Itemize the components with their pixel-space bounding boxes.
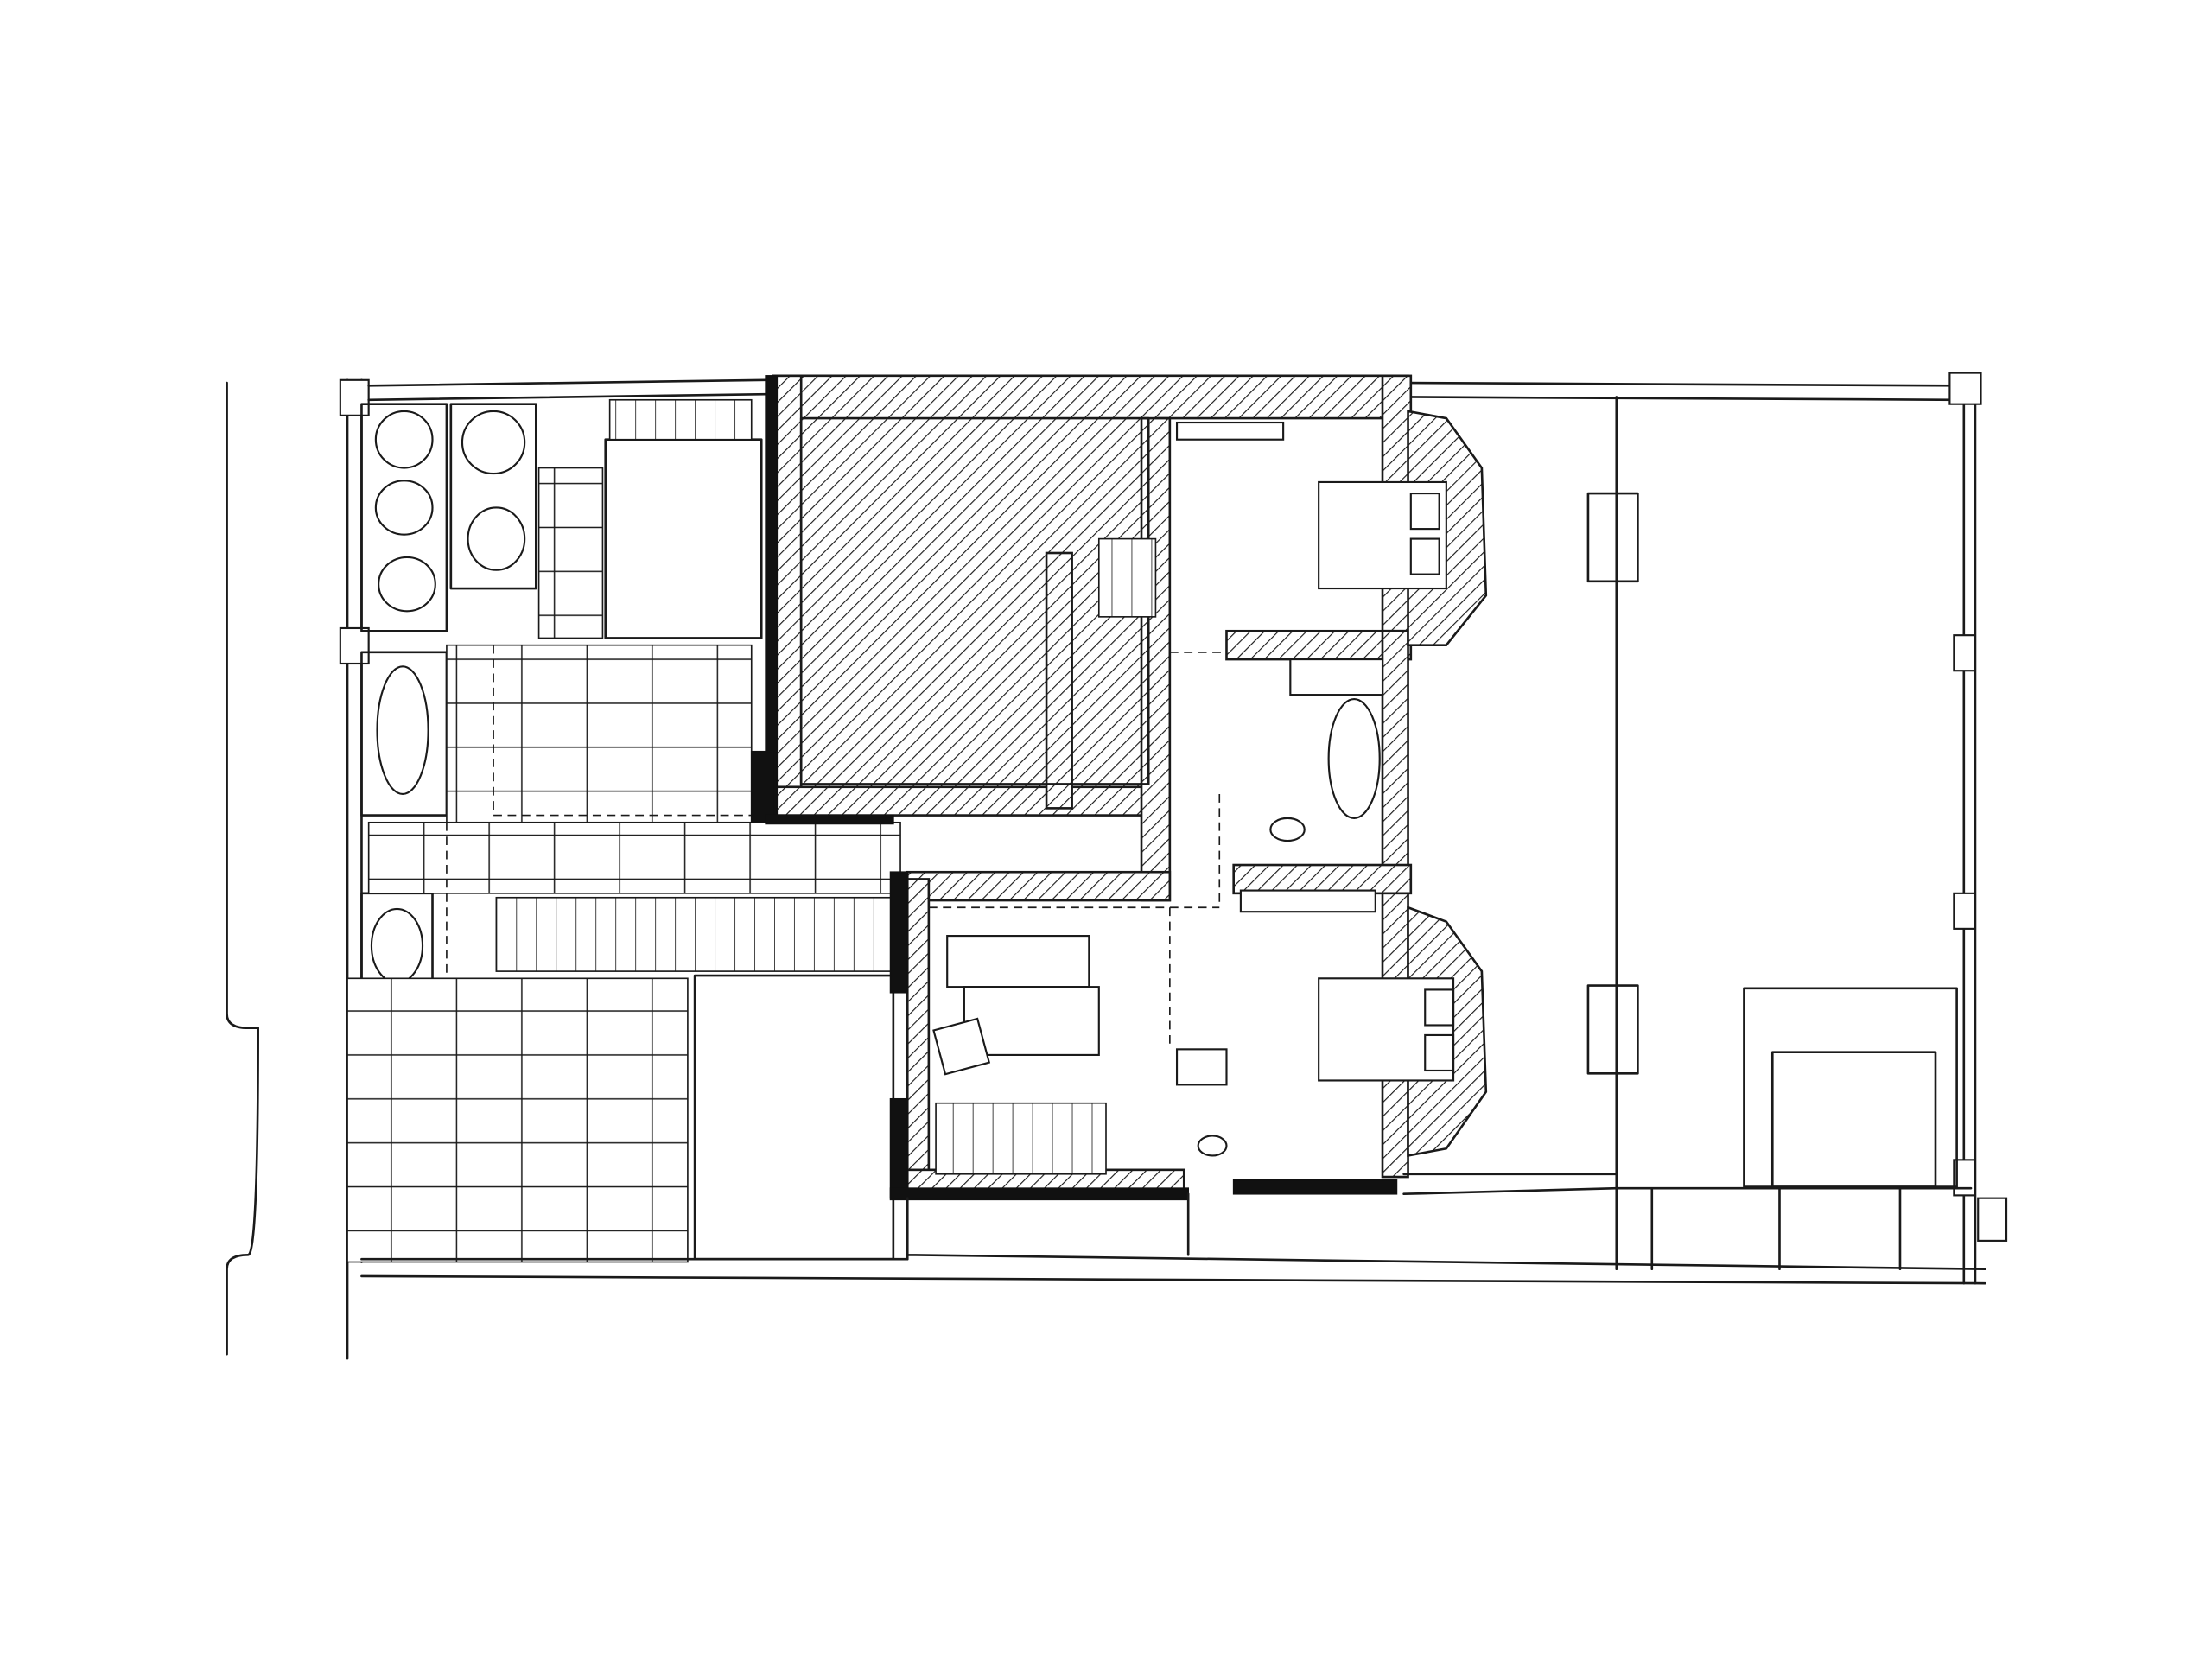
lower-stair <box>935 1102 1107 1175</box>
wardrobe <box>1175 421 1285 441</box>
lightwell <box>693 974 895 1261</box>
bed-icon <box>1318 977 1455 1082</box>
bottom-boundary <box>360 1173 1986 1285</box>
paving-strip <box>367 821 901 894</box>
street-curb <box>226 381 259 1356</box>
dashed-outline <box>446 645 752 979</box>
house-walls <box>764 374 1488 1192</box>
bathtub-icon <box>1327 697 1381 819</box>
toilet-icon <box>1269 817 1306 842</box>
rug-icon <box>963 986 1100 1056</box>
internal-stair <box>1097 537 1157 618</box>
terrace-void <box>604 438 763 639</box>
paving-upper <box>446 644 753 823</box>
solid-walls <box>750 375 1398 1201</box>
hall-dashes <box>928 652 1227 1050</box>
shrub-icons <box>370 410 526 984</box>
steps-top <box>608 398 753 441</box>
sink-icon <box>1175 1048 1228 1086</box>
vanity-icon <box>1289 658 1384 696</box>
pier <box>339 626 370 665</box>
neighbour-plot <box>1586 372 2008 1285</box>
paving-small <box>537 467 604 639</box>
pier <box>339 378 370 416</box>
desk-icon <box>946 935 1090 988</box>
steps-garden <box>495 896 894 972</box>
armchair-icon <box>932 1017 991 1076</box>
paving-lower <box>346 977 689 1263</box>
wardrobe <box>1239 889 1376 913</box>
toilet-icon <box>1197 1135 1228 1157</box>
bed-icon <box>1318 480 1447 590</box>
planters <box>360 403 537 1001</box>
top-boundary <box>367 378 1958 402</box>
